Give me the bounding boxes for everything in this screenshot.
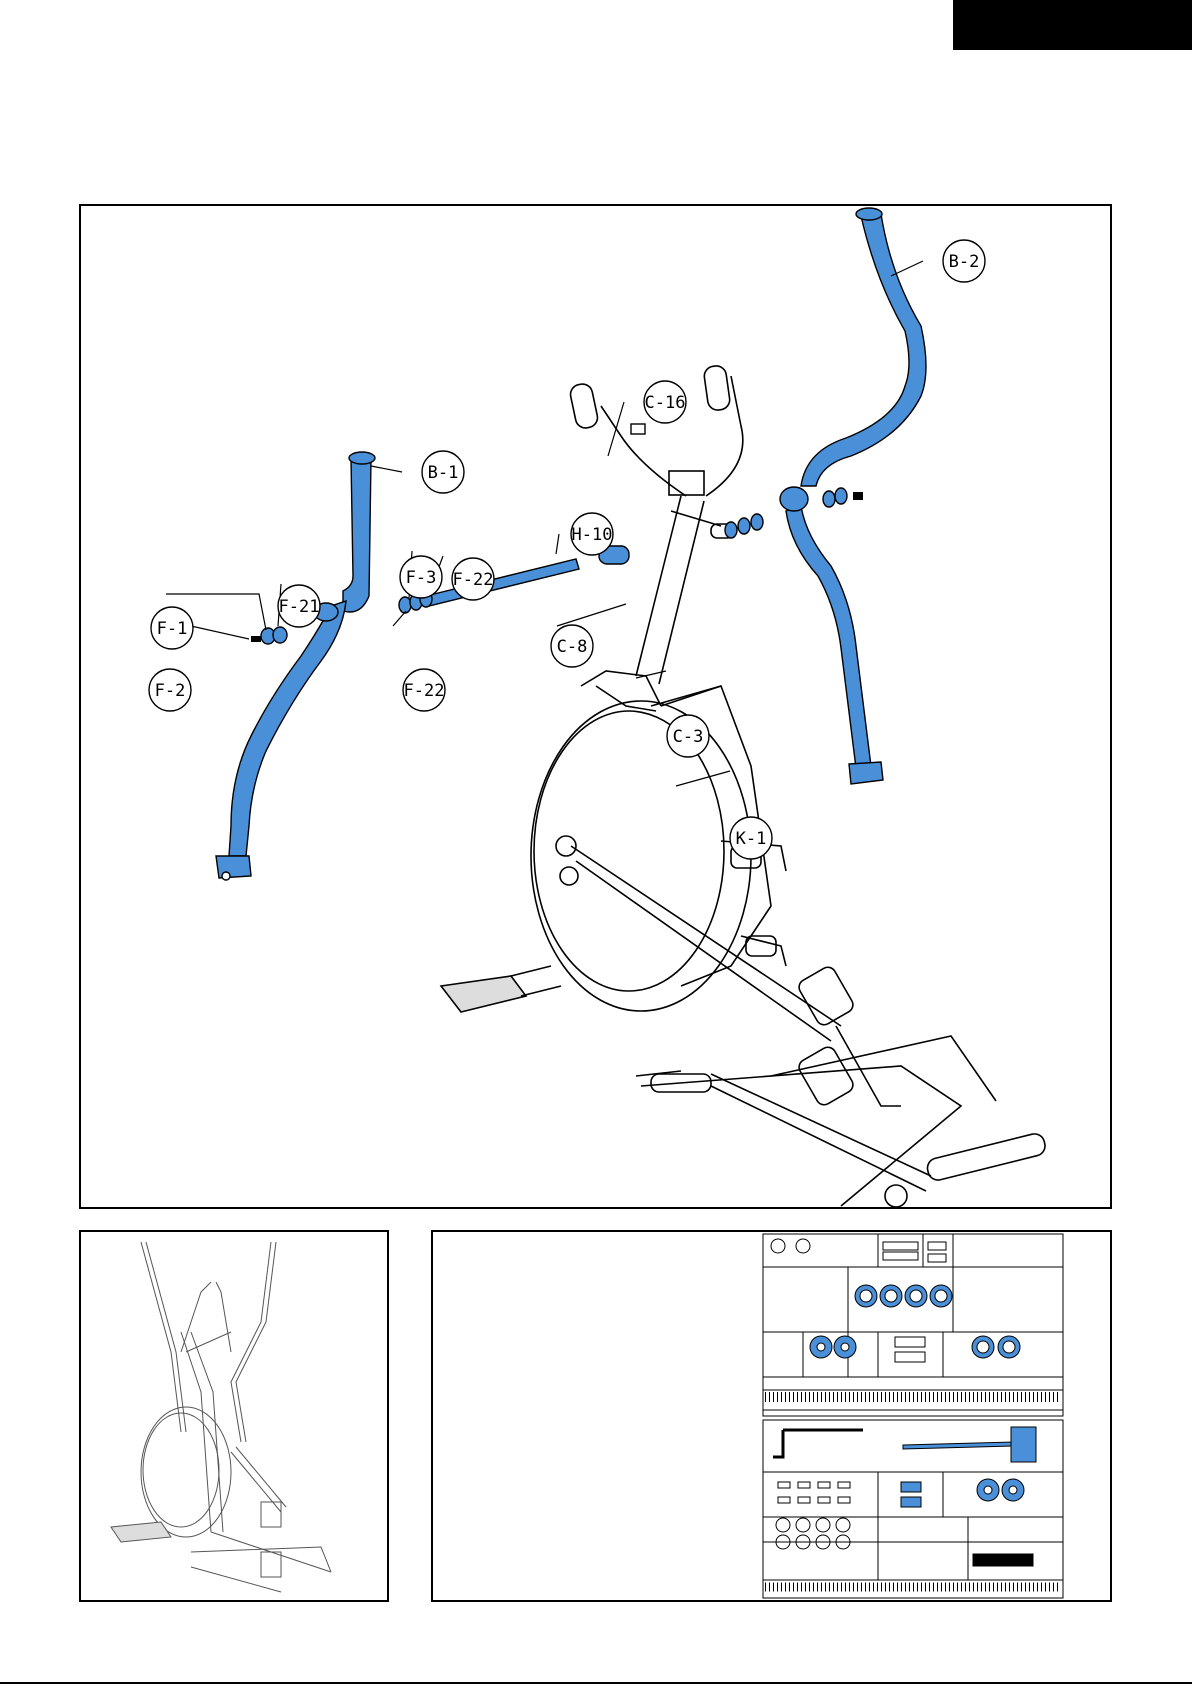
hardware-kit-panel xyxy=(431,1230,1112,1602)
overview-lines xyxy=(111,1242,331,1592)
callout-f1: F-1 xyxy=(157,619,188,639)
callout-f22-lower: F-22 xyxy=(404,681,445,701)
hardware-blue-parts-lower xyxy=(901,1427,1036,1507)
callout-f2: F-2 xyxy=(155,681,186,701)
callout-f22-upper: F-22 xyxy=(453,570,494,590)
page-tab-marker xyxy=(953,0,1192,50)
callout-h10: H-10 xyxy=(572,525,613,545)
frame-lines xyxy=(441,365,1047,1207)
callout-b1: B-1 xyxy=(428,463,459,483)
page-bottom-rule xyxy=(0,1682,1192,1684)
exploded-assembly-diagram: C-16 B-1 B-2 H-10 F-3 F-22 F-21 F-1 F-2 … xyxy=(79,204,1112,1209)
ruler-lower xyxy=(763,1580,1063,1598)
hardware-card-upper xyxy=(763,1234,1063,1416)
callout-f21: F-21 xyxy=(279,597,320,617)
ruler-upper xyxy=(763,1390,1063,1410)
callout-c16: C-16 xyxy=(645,393,686,413)
assembly-drawing: C-16 B-1 B-2 H-10 F-3 F-22 F-21 F-1 F-2 … xyxy=(81,206,1110,1207)
callout-c8: C-8 xyxy=(557,637,588,657)
callout-f3: F-3 xyxy=(406,568,437,588)
callout-c3: C-3 xyxy=(673,727,704,747)
callout-k1: K-1 xyxy=(736,829,767,849)
callout-b2: B-2 xyxy=(949,252,980,272)
assembled-overview-panel xyxy=(79,1230,389,1602)
assembled-overview-drawing xyxy=(81,1232,387,1600)
hardware-kit-drawing xyxy=(433,1232,1110,1600)
